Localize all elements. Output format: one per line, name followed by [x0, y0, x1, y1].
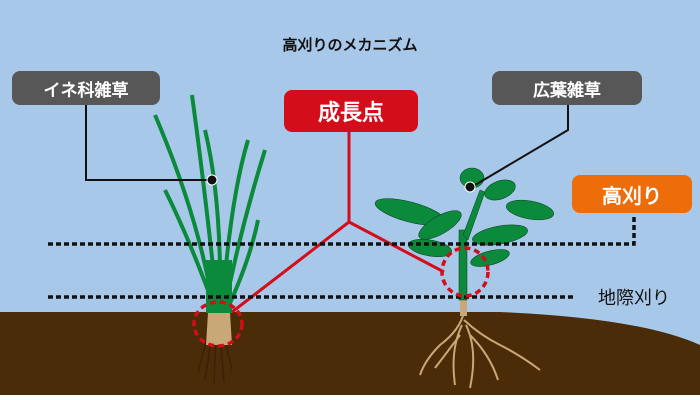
broadleaf-weed-label: 広葉雑草 — [492, 71, 642, 105]
grass-callout-dot — [206, 174, 218, 186]
grass-roots — [197, 334, 233, 386]
broadleaf-callout-dot — [464, 181, 476, 193]
diagram-title: 高刈りのメカニズム — [282, 36, 418, 54]
ground-cut-label: 地際刈り — [598, 288, 670, 309]
growth-point-label: 成長点 — [284, 90, 418, 132]
grass-growth-point-circle — [192, 300, 244, 348]
broadleaf-roots — [419, 311, 541, 389]
soil — [0, 312, 700, 395]
high-cut-label: 高刈り — [572, 175, 692, 213]
high-cut-line — [48, 215, 636, 246]
grass-callout-line — [85, 104, 212, 181]
broadleaf-growth-point-circle — [440, 246, 490, 298]
grass-base — [206, 313, 232, 345]
grass-weed-label: イネ科雑草 — [12, 71, 160, 105]
growth-point-lines — [231, 130, 445, 314]
